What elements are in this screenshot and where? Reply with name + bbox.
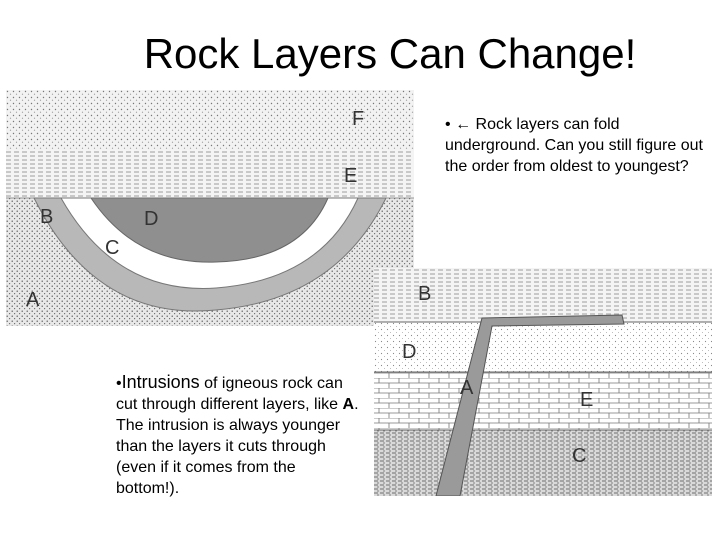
label-d: D: [144, 208, 158, 230]
label-c: C: [572, 445, 586, 467]
fold-caption: • ← Rock layers can fold underground. Ca…: [445, 114, 705, 177]
layer-f: [6, 90, 414, 150]
fold-caption-text: Rock layers can fold underground. Can yo…: [445, 116, 703, 175]
intrusion-caption: •Intrusions of igneous rock can cut thro…: [116, 372, 361, 499]
caption-part-1: of igneous rock can cut through differen…: [116, 375, 343, 413]
layer-e: [6, 150, 414, 198]
label-e: E: [344, 165, 357, 187]
bullet: •: [445, 116, 451, 133]
layer-d-band: [90, 197, 329, 263]
intrusion-diagram: B D A E C: [374, 268, 712, 496]
intrusion-a: [435, 314, 625, 496]
layer-d: [374, 322, 712, 372]
label-b: B: [40, 206, 53, 228]
label-c: C: [105, 237, 119, 259]
label-a: A: [26, 289, 40, 311]
label-e: E: [580, 389, 593, 411]
label-f: F: [352, 108, 364, 130]
folded-layers-diagram: F E B D C A: [6, 90, 414, 326]
layer-b: [374, 268, 712, 322]
layer-e: [374, 372, 712, 430]
label-a: A: [460, 377, 474, 399]
label-b: B: [418, 283, 431, 305]
example-label: A: [342, 396, 355, 413]
intrusions-term: Intrusions: [121, 372, 200, 392]
left-arrow-icon: ←: [455, 116, 472, 133]
slide-title: Rock Layers Can Change!: [143, 30, 637, 77]
layer-c: [374, 430, 712, 496]
label-d: D: [402, 341, 416, 363]
caption-part-2: . The intrusion is always younger than t…: [116, 396, 359, 497]
bullet: •: [116, 375, 122, 392]
